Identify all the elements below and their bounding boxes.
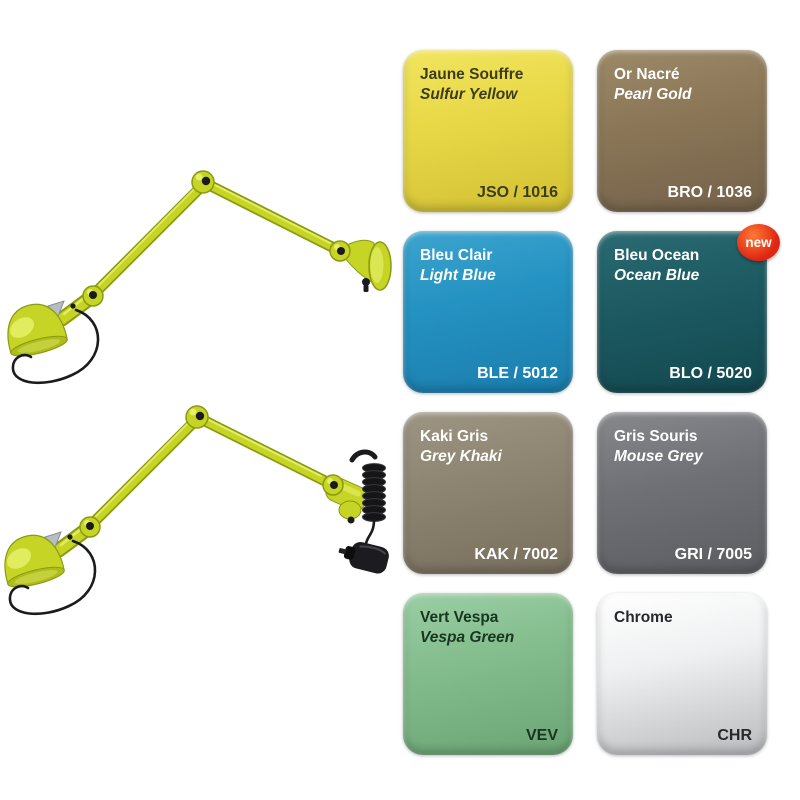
color-swatch-chr[interactable]: Chrome CHR [597, 593, 767, 755]
wall-mount [343, 239, 392, 292]
color-code: CHR [717, 726, 752, 744]
color-swatch-ble[interactable]: Bleu Clair Light Blue BLE / 5012 [403, 231, 573, 393]
color-name-fr: Gris Souris [614, 428, 698, 445]
color-name-en: Light Blue [420, 266, 496, 284]
elbow-joint [185, 405, 209, 429]
color-name-fr: Vert Vespa [420, 609, 499, 626]
color-code: VEV [525, 726, 558, 744]
power-plug [338, 541, 389, 574]
color-swatch-vev[interactable]: Vert Vespa Vespa Green VEV [403, 593, 573, 755]
lamp-arm-lower [88, 417, 199, 528]
lamp-arm-upper [201, 178, 342, 255]
color-code: BRO / 1036 [667, 183, 752, 201]
lamp-arm-lower [91, 183, 205, 297]
color-swatch-blo[interactable]: new Bleu Ocean Ocean Blue BLO / 5020 [597, 224, 780, 393]
color-name-en: Sulfur Yellow [420, 85, 518, 103]
color-name-en: Mouse Grey [614, 447, 703, 465]
lamp-photo-plug-in [0, 405, 389, 628]
color-name-en: Pearl Gold [614, 85, 692, 103]
color-name-fr: Bleu Clair [420, 247, 493, 264]
color-swatch-kak[interactable]: Kaki Gris Grey Khaki KAK / 7002 [403, 412, 573, 574]
color-code: BLE / 5012 [477, 364, 558, 382]
coiled-cord [349, 449, 386, 546]
color-option-grid: Jaune Souffre Sulfur Yellow JSO / 1016 O… [403, 50, 780, 755]
lamp-shade-dome [7, 303, 68, 357]
wrist-joint [82, 285, 104, 307]
color-code: BLO / 5020 [669, 364, 752, 382]
color-code: KAK / 7002 [474, 545, 558, 563]
new-badge: new [737, 224, 780, 261]
color-swatch-gri[interactable]: Gris Souris Mouse Grey GRI / 7005 [597, 412, 767, 574]
wall-joint [329, 240, 351, 262]
elbow-joint [191, 170, 215, 194]
lamp-arm-upper [195, 413, 333, 488]
lamp-photo-wall-mount [7, 170, 392, 385]
color-code: JSO / 1016 [477, 183, 558, 201]
color-name-fr: Jaune Souffre [420, 66, 524, 83]
color-swatch-bro[interactable]: Or Nacré Pearl Gold BRO / 1036 [597, 50, 767, 212]
power-cord [11, 308, 100, 385]
wall-joint [322, 474, 344, 496]
color-name-fr: Chrome [614, 609, 673, 626]
color-code: GRI / 7005 [674, 545, 752, 563]
color-name-fr: Bleu Ocean [614, 247, 700, 264]
color-swatch-jso[interactable]: Jaune Souffre Sulfur Yellow JSO / 1016 [403, 50, 573, 212]
mount-screw [347, 516, 355, 524]
color-name-fr: Kaki Gris [420, 428, 489, 445]
color-name-en: Vespa Green [420, 628, 515, 646]
color-name-en: Ocean Blue [614, 266, 700, 284]
mount-screw [362, 278, 370, 286]
lamp-head [7, 285, 104, 385]
color-name-fr: Or Nacré [614, 66, 680, 83]
color-name-en: Grey Khaki [420, 447, 502, 465]
